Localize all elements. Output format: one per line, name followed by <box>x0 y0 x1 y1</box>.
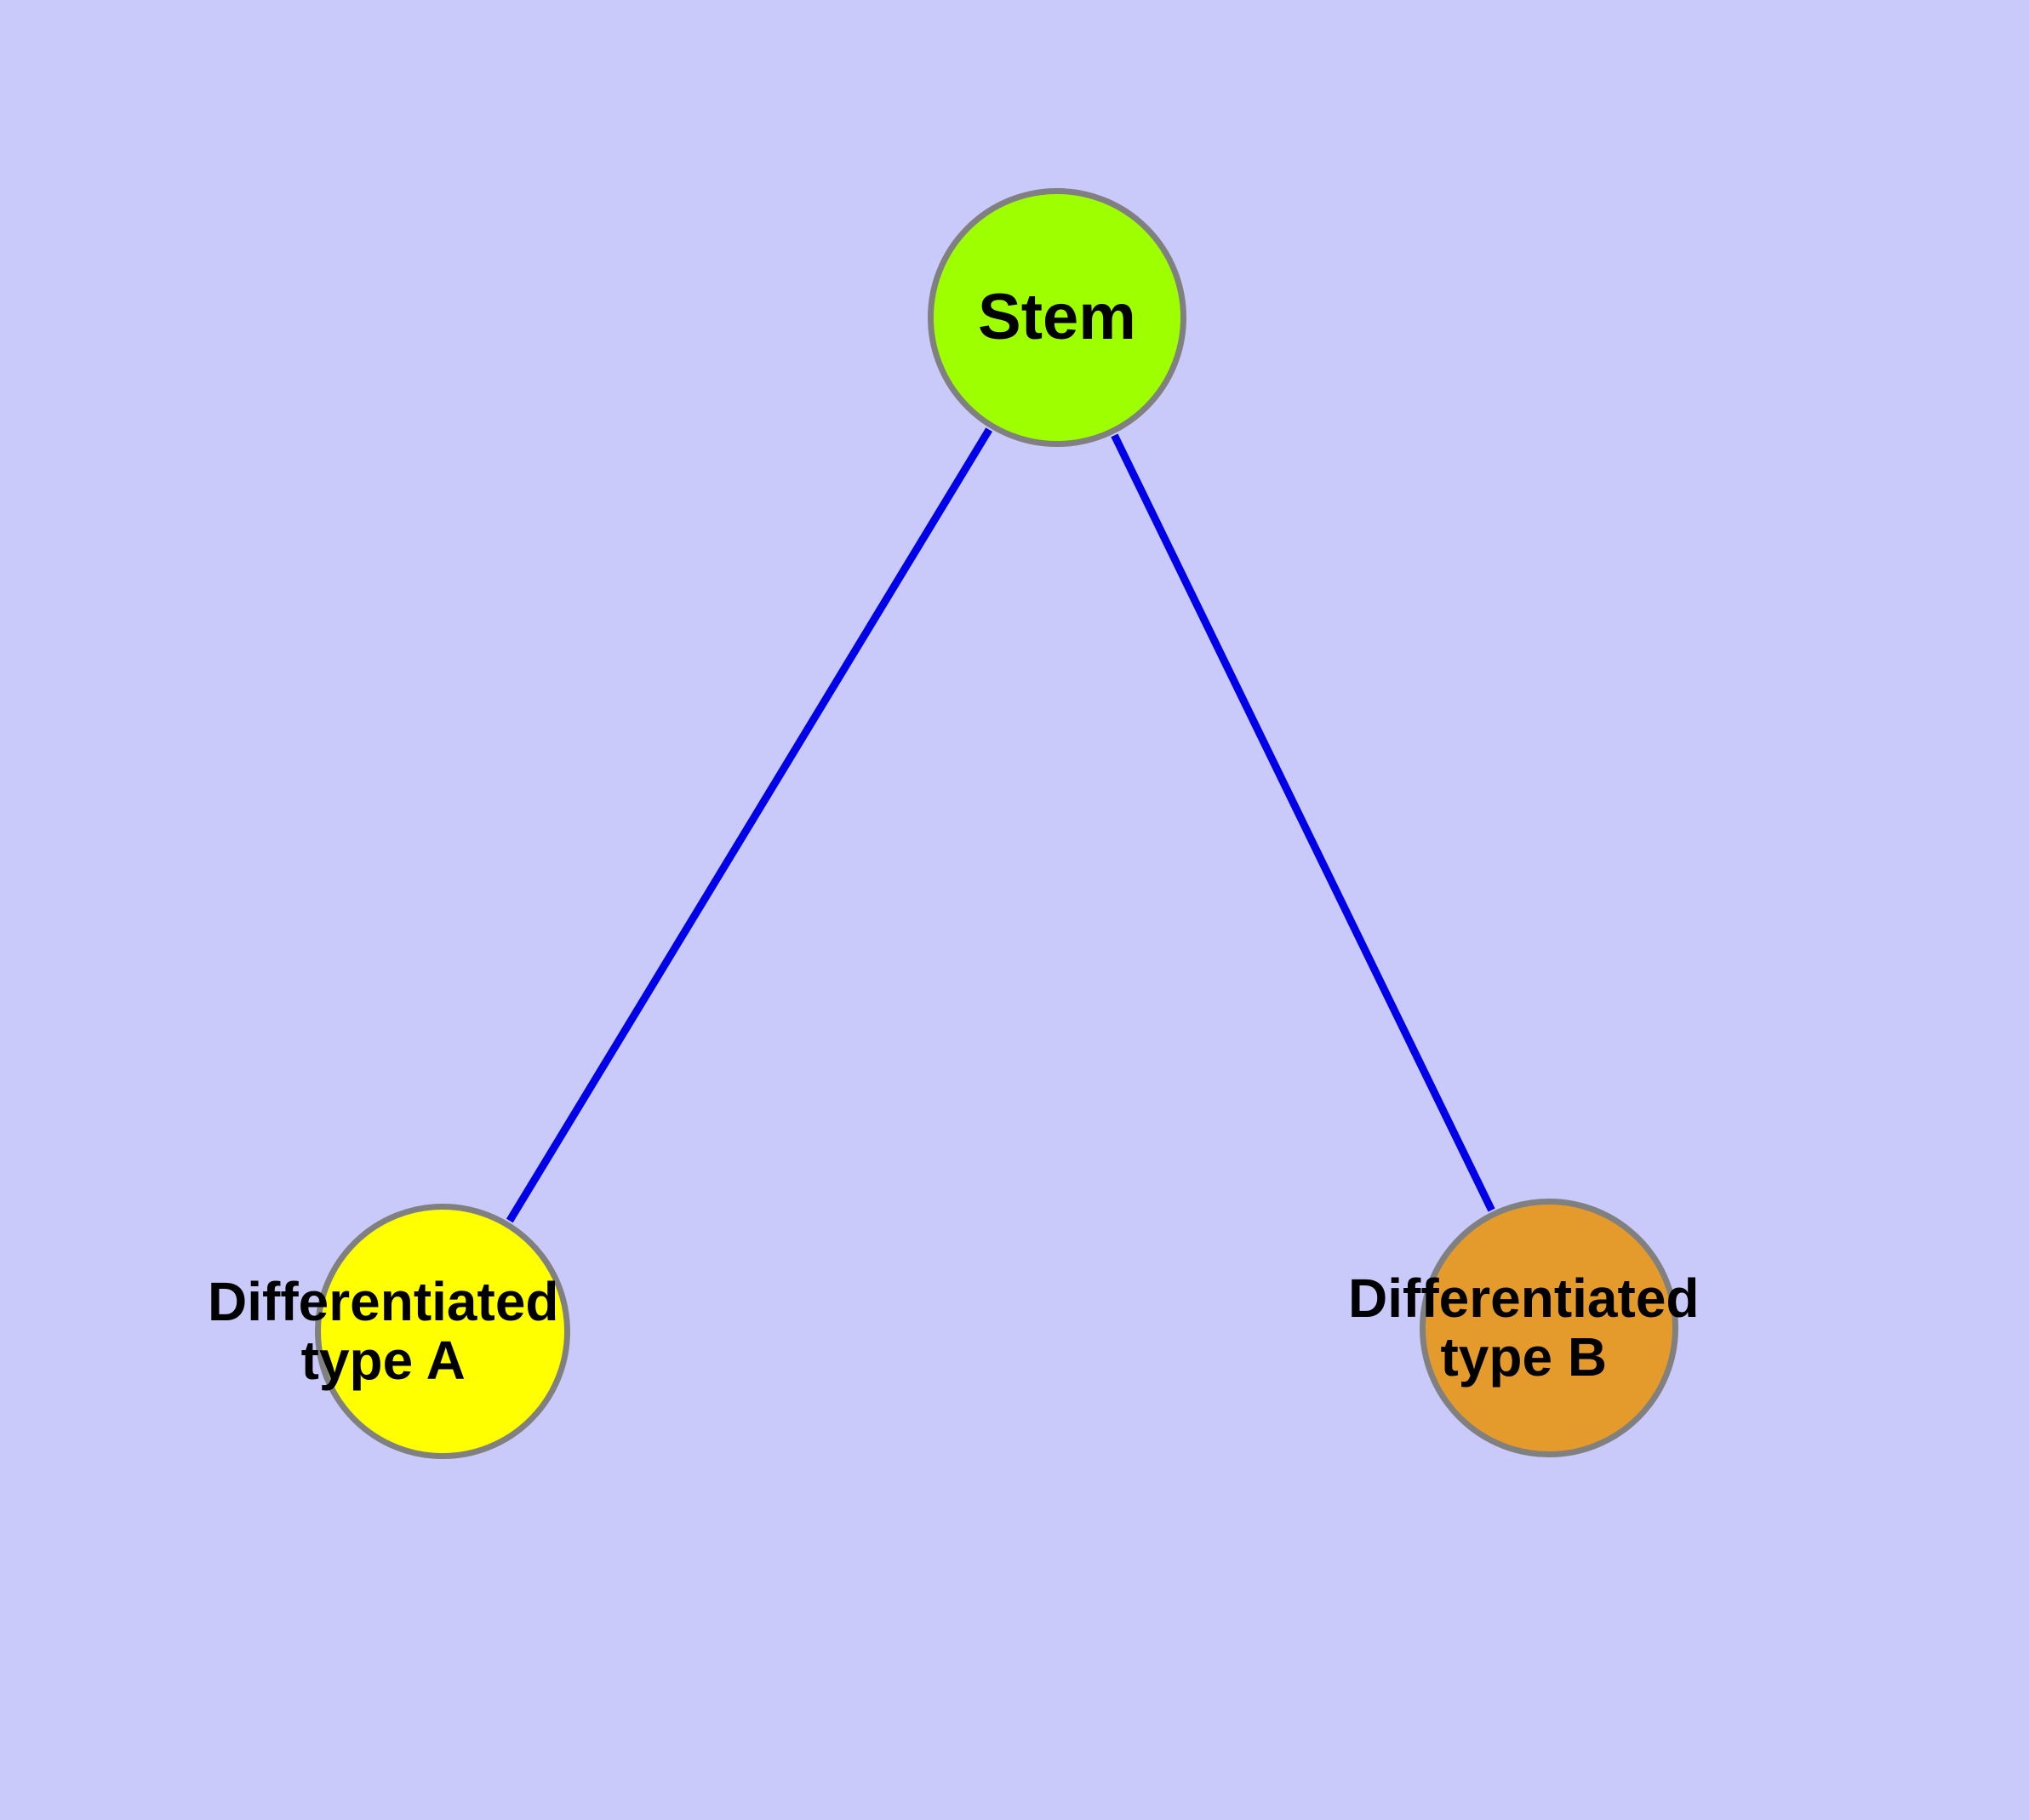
edge-layer <box>506 427 1495 1223</box>
node-layer <box>315 188 1678 1459</box>
graph-node-diff-b[interactable] <box>1420 1199 1678 1457</box>
graph-node-diff-a[interactable] <box>315 1204 570 1459</box>
graph-edge[interactable] <box>1111 433 1495 1212</box>
graph-node-stem[interactable] <box>928 188 1186 447</box>
graph-edge[interactable] <box>506 427 993 1223</box>
